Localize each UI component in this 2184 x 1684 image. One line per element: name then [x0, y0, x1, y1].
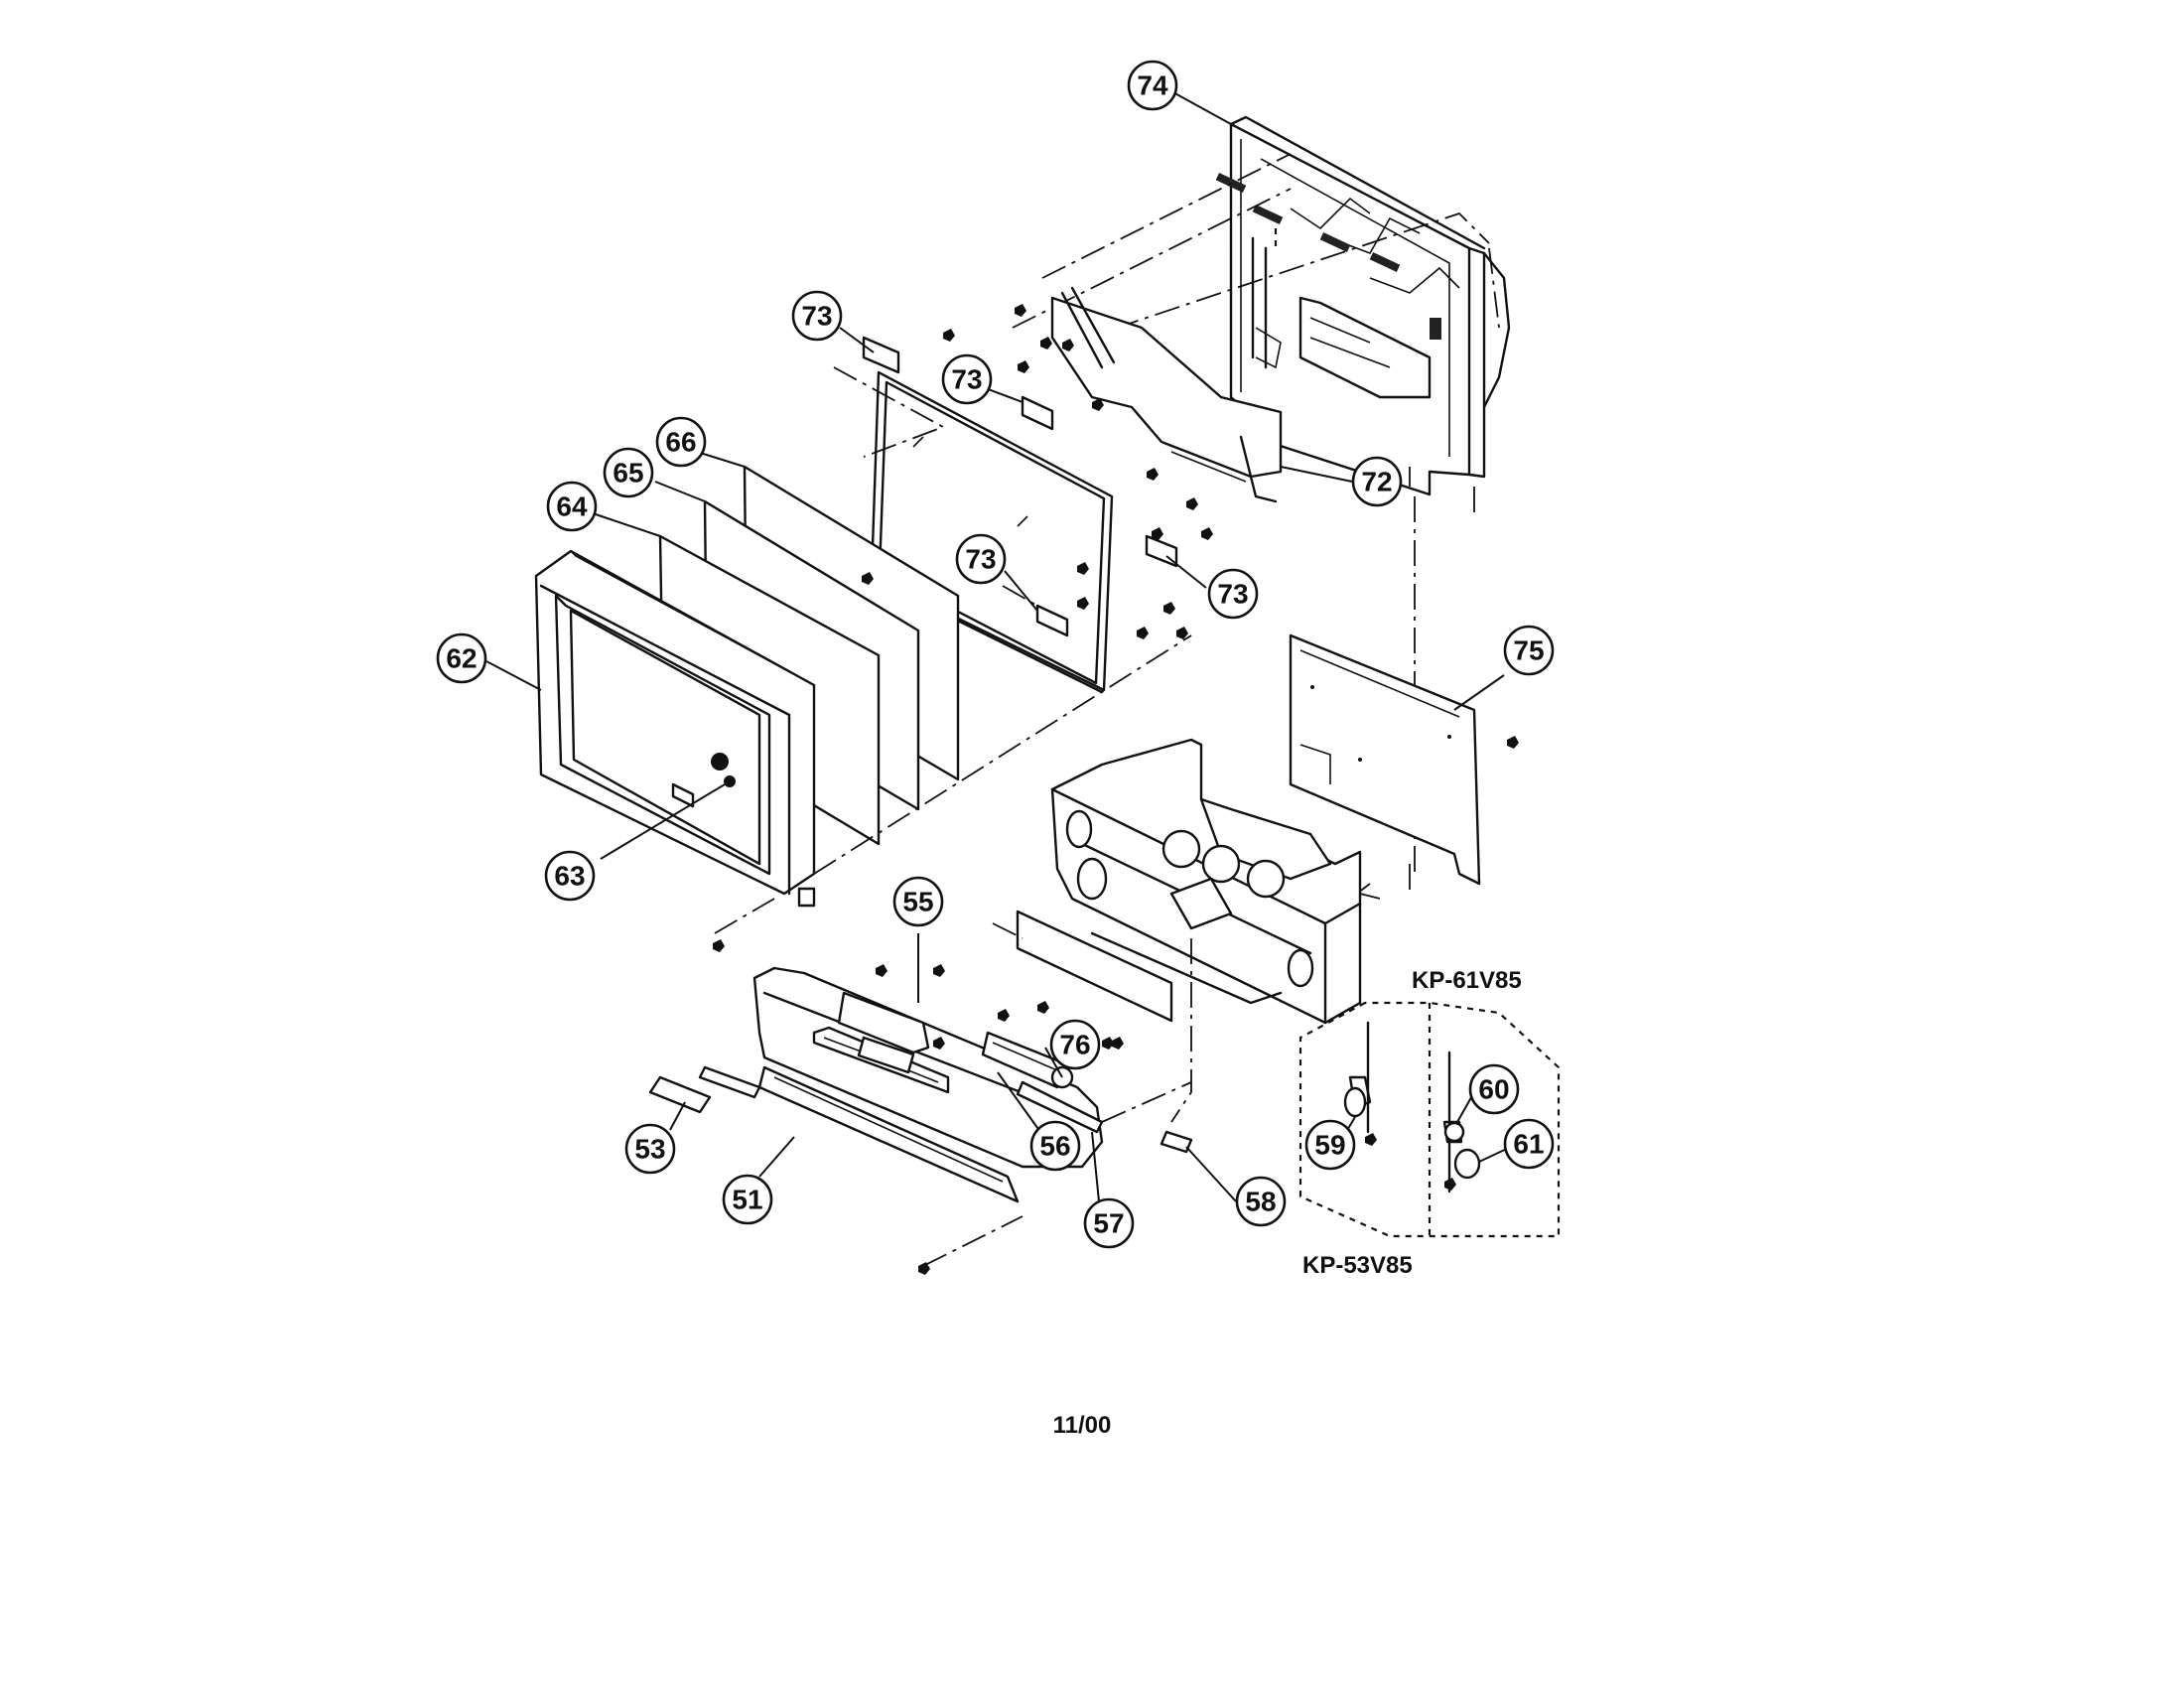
svg-text:55: 55 [902, 887, 933, 917]
model-label-kp-61v85: KP-61V85 [1412, 967, 1522, 994]
callout-60: 60 [1468, 1063, 1520, 1115]
svg-text:59: 59 [1314, 1130, 1345, 1161]
svg-text:64: 64 [556, 491, 588, 522]
footer-date-code: 11/00 [1053, 1412, 1112, 1439]
leader-lines [485, 90, 1512, 1202]
bracket-55 [837, 991, 930, 1074]
caster-group [1298, 1001, 1561, 1238]
model-label-kp-53v85: KP-53V85 [1302, 1252, 1413, 1279]
support-bracket-72 [1050, 286, 1283, 503]
front-bezel-62 [534, 549, 1192, 934]
callout-55: 55 [892, 876, 944, 927]
svg-text:53: 53 [634, 1134, 665, 1165]
bracket-58 [1160, 1130, 1193, 1154]
svg-text:76: 76 [1059, 1030, 1090, 1060]
callout-57: 57 [1083, 1197, 1135, 1249]
svg-text:65: 65 [613, 458, 643, 489]
callout-73-top-center: 73 [941, 353, 993, 405]
svg-text:73: 73 [965, 544, 996, 575]
svg-text:51: 51 [732, 1185, 762, 1215]
svg-text:58: 58 [1245, 1187, 1276, 1217]
callout-74: 74 [1127, 60, 1178, 111]
callout-72: 72 [1351, 456, 1403, 507]
callout-51: 51 [722, 1174, 773, 1225]
callout-62: 62 [436, 632, 487, 684]
svg-text:72: 72 [1361, 467, 1392, 497]
callout-61: 61 [1503, 1118, 1555, 1170]
callout-73-lower-left: 73 [955, 533, 1007, 585]
svg-text:62: 62 [446, 643, 477, 674]
svg-text:57: 57 [1093, 1208, 1124, 1239]
rear-cabinet-74 [1012, 115, 1511, 874]
callout-66: 66 [655, 416, 707, 468]
screws [713, 304, 1519, 1275]
callout-73-lower-right: 73 [1207, 568, 1259, 620]
svg-text:73: 73 [951, 364, 982, 395]
callout-63: 63 [544, 850, 596, 902]
svg-text:66: 66 [665, 427, 696, 458]
svg-text:73: 73 [801, 301, 832, 332]
svg-text:63: 63 [554, 861, 585, 892]
strip-57 [1016, 1080, 1104, 1134]
svg-text:61: 61 [1513, 1129, 1544, 1160]
speaker-grille-76 [992, 910, 1173, 1023]
svg-text:74: 74 [1137, 70, 1168, 101]
callout-56: 56 [1029, 1120, 1081, 1172]
callout-53: 53 [624, 1123, 676, 1175]
svg-text:73: 73 [1217, 579, 1248, 610]
svg-text:60: 60 [1478, 1074, 1509, 1105]
svg-text:56: 56 [1039, 1131, 1070, 1162]
callout-58: 58 [1235, 1176, 1287, 1227]
callout-76: 76 [1049, 1019, 1101, 1070]
callout-65: 65 [603, 447, 654, 498]
cover-53 [648, 1065, 761, 1114]
callout-75: 75 [1503, 625, 1555, 676]
callout-64: 64 [546, 481, 598, 532]
svg-text:75: 75 [1513, 635, 1544, 666]
callout-59: 59 [1304, 1119, 1356, 1171]
callout-73-top-left: 73 [791, 290, 843, 342]
chassis-assembly [1050, 738, 1381, 1123]
